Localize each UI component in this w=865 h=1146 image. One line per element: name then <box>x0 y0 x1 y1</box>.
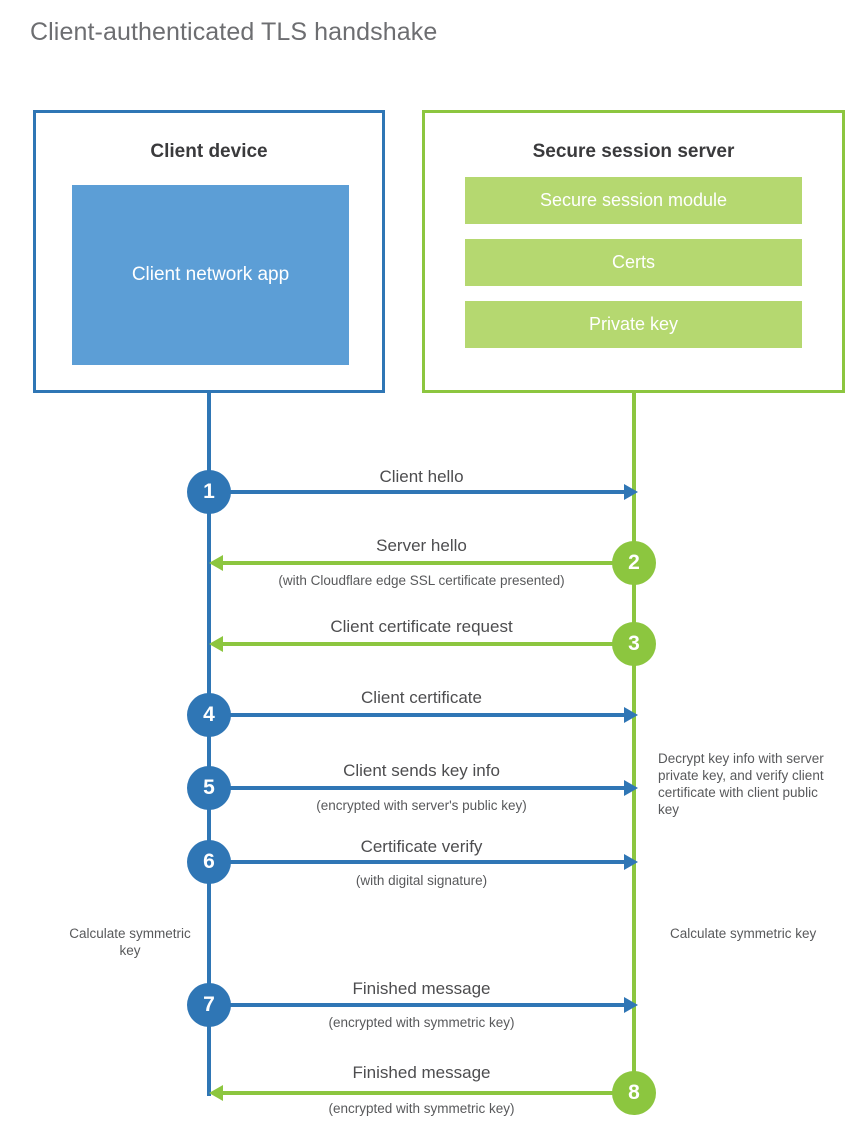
server-module-certs: Certs <box>465 239 802 286</box>
step-8-sublabel: (encrypted with symmetric key) <box>328 1101 515 1116</box>
step-6-label: Certificate verify <box>360 837 483 856</box>
server-lifeline <box>632 393 636 1093</box>
step-8-label: Finished message <box>352 1063 491 1082</box>
step-5-arrow-line <box>209 780 638 796</box>
step-5-badge: 5 <box>187 766 231 810</box>
client-calculate-symmetric-key-note: Calculate symmetric key <box>69 926 191 958</box>
step-7-sublabel: (encrypted with symmetric key) <box>328 1015 515 1030</box>
step-3-badge: 3 <box>612 622 656 666</box>
step-7-badge: 7 <box>187 983 231 1027</box>
step-5-sublabel: (encrypted with server's public key) <box>316 798 527 813</box>
step-6-badge: 6 <box>187 840 231 884</box>
step-6-arrow-line <box>209 854 638 870</box>
step-1-arrow-line <box>209 484 638 500</box>
step-3-arrow-line <box>209 636 634 652</box>
step-1-arrow-head <box>624 484 638 500</box>
step-8-arrow-line <box>209 1085 634 1101</box>
step-4-badge: 4 <box>187 693 231 737</box>
step-3-arrow-head <box>209 636 223 652</box>
client-lifeline <box>207 393 211 1096</box>
step-3-label: Client certificate request <box>330 617 513 636</box>
step-8-badge: 8 <box>612 1071 656 1115</box>
step-1-badge: 1 <box>187 470 231 514</box>
step-7-arrow-line <box>209 997 638 1013</box>
client-network-app-block: Client network app <box>72 185 349 365</box>
step-2-badge: 2 <box>612 541 656 585</box>
step-4-label: Client certificate <box>361 688 482 707</box>
step-5-arrow-head <box>624 780 638 796</box>
step-1-label: Client hello <box>379 467 464 486</box>
secure-session-server-title: Secure session server <box>532 141 735 162</box>
server-decrypt-note: Decrypt key info with server private key… <box>658 751 824 817</box>
server-module-list: Secure session module Certs Private key <box>465 177 802 363</box>
step-6-arrow-head <box>624 854 638 870</box>
client-device-title: Client device <box>150 141 268 162</box>
step-7-label: Finished message <box>352 979 491 998</box>
step-8-arrow-head <box>209 1085 223 1101</box>
step-2-arrow-head <box>209 555 223 571</box>
step-2-arrow-line <box>209 555 634 571</box>
server-module-private-key: Private key <box>465 301 802 348</box>
step-4-arrow-head <box>624 707 638 723</box>
secure-session-server-box: Secure session server Secure session mod… <box>422 110 845 393</box>
step-2-sublabel: (with Cloudflare edge SSL certificate pr… <box>278 573 565 588</box>
server-calculate-symmetric-key-note: Calculate symmetric key <box>670 926 817 941</box>
client-device-box: Client device Client network app <box>33 110 385 393</box>
step-7-arrow-head <box>624 997 638 1013</box>
step-4-arrow-line <box>209 707 638 723</box>
server-module-secure-session-module: Secure session module <box>465 177 802 224</box>
step-6-sublabel: (with digital signature) <box>355 873 488 888</box>
step-2-label: Server hello <box>376 536 467 555</box>
step-5-label: Client sends key info <box>343 761 500 780</box>
page-title: Client-authenticated TLS handshake <box>30 18 438 46</box>
